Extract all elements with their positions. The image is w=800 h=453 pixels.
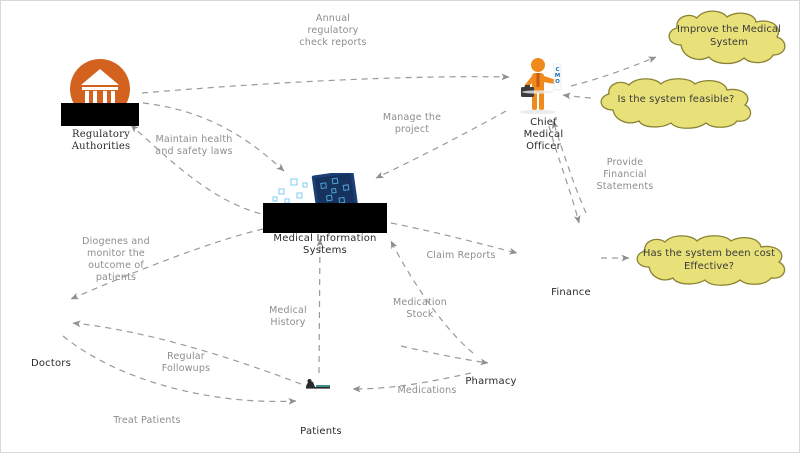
svg-text:O: O bbox=[555, 79, 560, 85]
cmo-badge-text: C bbox=[555, 67, 559, 73]
edge-label-medication-stock: Medication Stock bbox=[393, 297, 447, 320]
edge-patients-to-doctors bbox=[72, 320, 302, 385]
edge-pharmacy-to-mis bbox=[390, 240, 474, 354]
tablet-device-icon bbox=[263, 170, 387, 233]
edge-label-regular-followups: Regular Followups bbox=[161, 351, 211, 374]
thought-cloud-is-the-system-feasible[interactable] bbox=[593, 77, 758, 132]
node-label-chief-medical-officer: Chief Medical Officer bbox=[523, 117, 564, 152]
edge-label-diogenes-and-monitor-the-outcome-of-patients: Diogenes and monitor the outcome of pati… bbox=[82, 236, 150, 283]
edge-mis-to-pharmacy bbox=[400, 345, 489, 366]
edge-cmo-to-finance bbox=[548, 125, 581, 224]
edge-regulatory-to-mis bbox=[142, 102, 285, 172]
thought-cloud-improve-the-medical-system[interactable] bbox=[659, 9, 799, 67]
edge-mis-to-doctors bbox=[70, 228, 264, 300]
edge-mis-to-finance bbox=[390, 222, 518, 255]
node-label-finance: Finance bbox=[551, 287, 591, 298]
edge-label-claim-reports: Claim Reports bbox=[426, 250, 496, 261]
edge-label-medical-history: Medical History bbox=[269, 305, 307, 328]
svg-text:M: M bbox=[555, 73, 560, 79]
patient-in-bed-icon bbox=[304, 376, 338, 392]
bank-building-icon bbox=[61, 59, 139, 126]
edge-label-treat-patients: Treat Patients bbox=[113, 415, 181, 426]
edge-label-annual-regulatory-check-reports: Annual regulatory check reports bbox=[299, 13, 367, 48]
edge-finance-to-cmo bbox=[552, 120, 587, 214]
businessman-cmo-icon: C M O bbox=[514, 56, 572, 116]
edge-regulatory-to-cmo bbox=[141, 73, 510, 94]
edge-cmo-to-cloud-improve bbox=[570, 56, 657, 87]
node-label-patients: Patients bbox=[300, 426, 342, 437]
node-label-regulatory-authorities: Regulatory Authorities bbox=[71, 129, 131, 152]
edge-label-medications: Medications bbox=[397, 385, 457, 396]
edge-pharmacy-to-patients bbox=[352, 372, 472, 393]
edge-label-maintain-health-and-safety-laws: Maintain health and safety laws bbox=[155, 134, 233, 157]
edge-label-manage-the-project: Manage the project bbox=[382, 112, 442, 135]
edge-patients-to-mis bbox=[316, 238, 324, 374]
edge-label-provide-financial-statements: Provide Financial Statements bbox=[596, 157, 654, 192]
node-label-pharmacy: Pharmacy bbox=[465, 376, 517, 387]
edge-cloud-feasible-to-cmo bbox=[562, 92, 592, 100]
thought-cloud-has-the-system-been-cost-effective[interactable] bbox=[629, 233, 789, 291]
node-label-doctors: Doctors bbox=[30, 358, 72, 369]
node-label-medical-information-systems: Medical Information Systems bbox=[273, 233, 377, 256]
